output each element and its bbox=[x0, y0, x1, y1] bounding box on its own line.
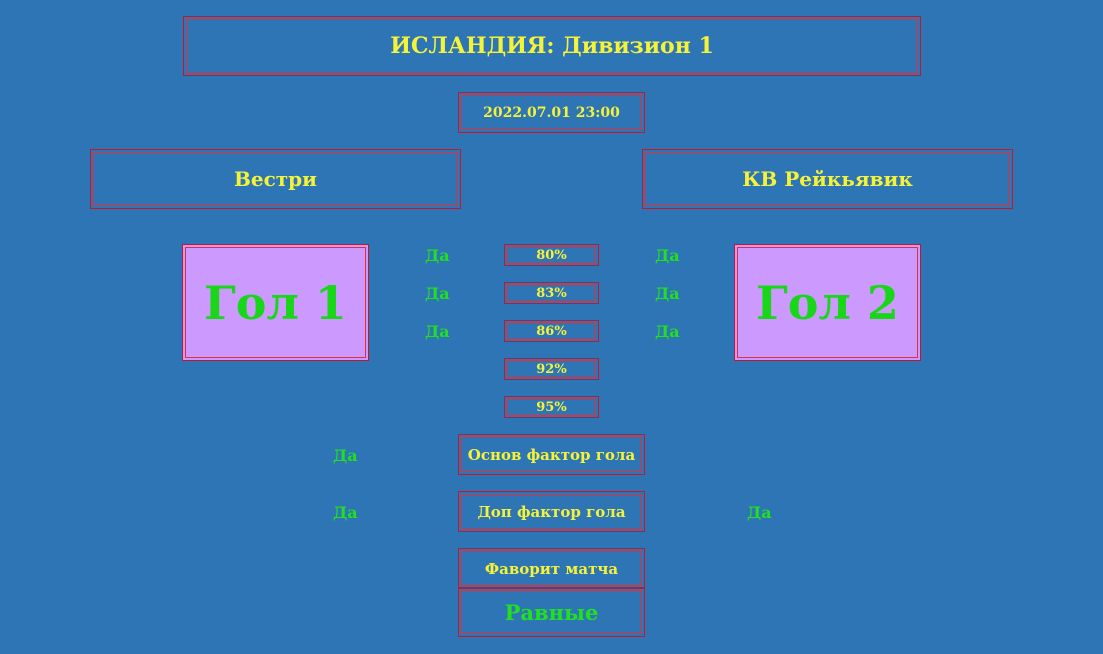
datetime-box: 2022.07.01 23:00 bbox=[458, 92, 645, 133]
percent-value-2: 83% bbox=[536, 285, 567, 301]
away-goal-label: Гол 2 bbox=[756, 275, 899, 330]
away-flag-2: Да bbox=[655, 284, 680, 303]
percent-box-2: 83% bbox=[504, 282, 599, 304]
home-flag-1: Да bbox=[425, 246, 450, 265]
percent-value-5: 95% bbox=[536, 399, 567, 415]
main-factor-box: Основ фактор гола bbox=[458, 434, 645, 475]
home-team-box: Вестри bbox=[90, 149, 461, 209]
percent-value-3: 86% bbox=[536, 323, 567, 339]
percent-box-4: 92% bbox=[504, 358, 599, 380]
away-flag-1: Да bbox=[655, 246, 680, 265]
home-flag-3: Да bbox=[425, 322, 450, 341]
extra-factor-box: Доп фактор гола bbox=[458, 491, 645, 532]
home-goal-label: Гол 1 bbox=[204, 275, 347, 330]
extra-factor-home-flag: Да bbox=[333, 503, 358, 522]
home-flag-2: Да bbox=[425, 284, 450, 303]
away-goal-box: Гол 2 bbox=[734, 244, 921, 361]
extra-factor-label: Доп фактор гола bbox=[477, 502, 626, 521]
league-title: ИСЛАНДИЯ: Дивизион 1 bbox=[390, 33, 714, 59]
home-goal-box: Гол 1 bbox=[182, 244, 369, 361]
percent-box-1: 80% bbox=[504, 244, 599, 266]
main-factor-home-flag: Да bbox=[333, 446, 358, 465]
league-title-box: ИСЛАНДИЯ: Дивизион 1 bbox=[183, 16, 921, 76]
favorite-value-box: Равные bbox=[458, 587, 645, 637]
percent-value-1: 80% bbox=[536, 247, 567, 263]
match-datetime: 2022.07.01 23:00 bbox=[483, 104, 620, 121]
favorite-label: Фаворит матча bbox=[484, 559, 619, 578]
favorite-value: Равные bbox=[504, 599, 599, 625]
percent-value-4: 92% bbox=[536, 361, 567, 377]
away-team-name: КВ Рейкьявик bbox=[742, 167, 913, 191]
favorite-label-box: Фаворит матча bbox=[458, 548, 645, 589]
extra-factor-away-flag: Да bbox=[747, 503, 772, 522]
percent-box-5: 95% bbox=[504, 396, 599, 418]
away-flag-3: Да bbox=[655, 322, 680, 341]
home-team-name: Вестри bbox=[233, 167, 318, 191]
percent-box-3: 86% bbox=[504, 320, 599, 342]
main-factor-label: Основ фактор гола bbox=[467, 445, 636, 464]
away-team-box: КВ Рейкьявик bbox=[642, 149, 1013, 209]
